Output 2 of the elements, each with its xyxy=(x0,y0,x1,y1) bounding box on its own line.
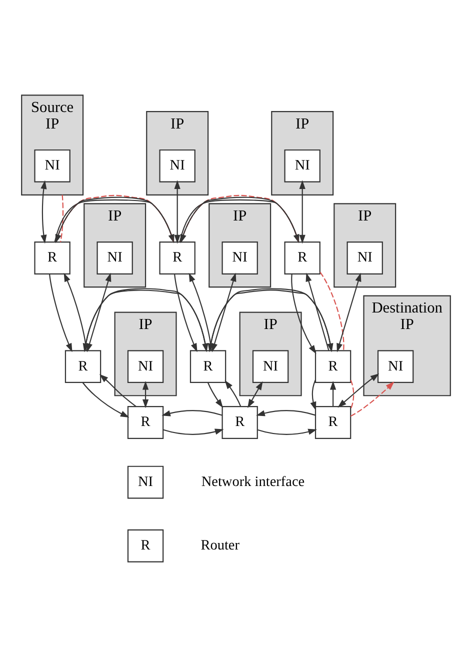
node-label: Router xyxy=(200,538,240,554)
node-label: Network interface xyxy=(201,474,305,490)
